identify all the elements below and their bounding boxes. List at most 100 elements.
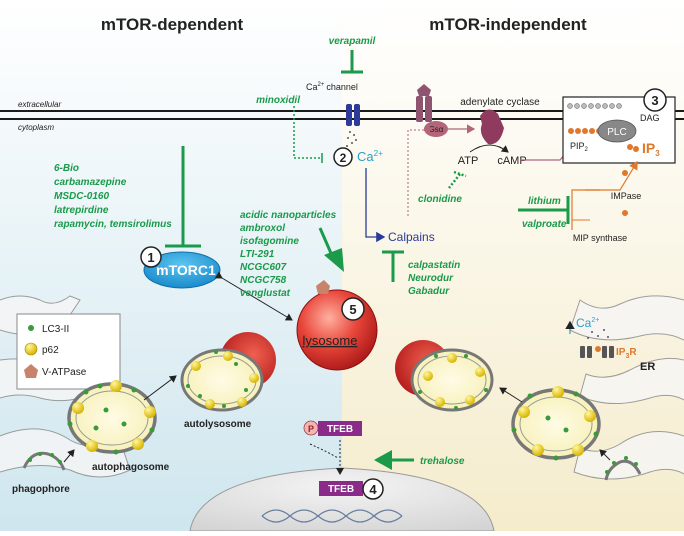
svg-text:2: 2 xyxy=(340,151,347,165)
ip3r-label: IP3R xyxy=(616,347,637,360)
ip3-label: IP3 xyxy=(642,140,660,158)
minoxidil-label: minoxidil xyxy=(256,95,300,106)
tfeb-dephospho-line xyxy=(309,443,339,459)
svg-text:LTI-291: LTI-291 xyxy=(240,249,275,260)
inositol-to-pip-arrow xyxy=(585,160,638,191)
autolysosome-right xyxy=(395,340,494,412)
badge-4: 4 xyxy=(362,478,384,500)
verapamil-inhibition-bar xyxy=(341,50,363,74)
er-ca-label: Ca2+ xyxy=(576,316,599,330)
dna-helix xyxy=(261,509,403,523)
badge-3 xyxy=(643,88,667,112)
badge-2: 2 xyxy=(333,147,353,167)
dag-label: DAG xyxy=(640,113,660,123)
autophagosome-to-autolysosome-arrow xyxy=(143,375,177,401)
svg-text:NCGC607: NCGC607 xyxy=(240,262,287,273)
autophagosome-right xyxy=(511,386,601,461)
autophagosome-label: autophagosome xyxy=(92,462,170,473)
svg-text:venglustat: venglustat xyxy=(240,288,291,299)
phagophore-right xyxy=(604,456,642,481)
svg-text:carbamazepine: carbamazepine xyxy=(54,177,127,188)
adenylate-cyclase-label: adenylate cyclase xyxy=(460,97,540,108)
mtorc1-lysosome-link xyxy=(214,271,293,321)
legend-p62: p62 xyxy=(42,345,59,356)
autophagosome-left xyxy=(67,380,157,455)
clonidine-label: clonidine xyxy=(418,194,462,205)
legend-v-atpase: V-ATPase xyxy=(42,367,87,378)
svg-text:rapamycin, temsirolimus: rapamycin, temsirolimus xyxy=(54,219,172,230)
svg-text:Neurodur: Neurodur xyxy=(408,273,454,284)
trehalose-label: trehalose xyxy=(420,456,465,467)
right-phagophore-arrow xyxy=(599,449,611,461)
lysosome-label: lysosome xyxy=(303,333,358,348)
lithium-label: lithium xyxy=(528,196,561,207)
svg-text:acidic nanoparticles: acidic nanoparticles xyxy=(240,210,337,221)
mtorc1-label: mTORC1 xyxy=(156,262,216,278)
gs-alpha-label: Gsα xyxy=(429,125,444,134)
mtorc1 xyxy=(143,251,221,289)
svg-text:1: 1 xyxy=(147,250,154,265)
plc-label: PLC xyxy=(607,127,626,138)
gs-receptor xyxy=(416,84,432,122)
right-er-membrane-3 xyxy=(573,431,684,480)
adenylate-cyclase-shape xyxy=(480,109,504,145)
header-mtor-independent: mTOR-independent xyxy=(429,15,587,34)
svg-text:latrepirdine: latrepirdine xyxy=(54,205,109,216)
inositol-dot-2 xyxy=(622,210,628,216)
legend: LC3-II p62 V-ATPase xyxy=(16,313,121,390)
ip3-receptor xyxy=(580,346,614,358)
svg-text:5: 5 xyxy=(349,302,356,317)
badge-1: 1 xyxy=(140,246,162,268)
er-label: ER xyxy=(640,361,655,373)
plc-enzyme xyxy=(597,119,637,143)
svg-text:isofagomine: isofagomine xyxy=(240,236,299,247)
calpains-label: Calpains xyxy=(388,230,435,244)
phagophore-left xyxy=(22,451,66,471)
ip3-binding-dot xyxy=(595,346,601,352)
lysosome-v-atpase xyxy=(316,280,330,294)
gs-to-calpains-line xyxy=(407,126,430,218)
phagophore-to-autophagosome-arrow xyxy=(63,449,75,463)
atp-to-camp-arrow xyxy=(469,144,509,153)
svg-text:6-Bio: 6-Bio xyxy=(54,163,79,174)
svg-text:NCGC758: NCGC758 xyxy=(240,275,287,286)
lithium-valproate-bar xyxy=(518,196,570,224)
autolysosome-left xyxy=(180,332,276,412)
svg-text:Gabadur: Gabadur xyxy=(408,286,450,297)
svg-text:3: 3 xyxy=(651,93,658,108)
legend-lc3: LC3-II xyxy=(42,324,69,335)
svg-text:4: 4 xyxy=(369,482,377,497)
impase-label: IMPase xyxy=(611,191,642,201)
right-er-membrane xyxy=(569,295,684,341)
gs-alpha-subunit xyxy=(424,121,448,137)
verapamil-label: verapamil xyxy=(329,36,376,47)
ca-to-calpains-arrow xyxy=(365,168,386,243)
lysosome-activation-arrow xyxy=(318,227,344,272)
autolysosome-label: autolysosome xyxy=(184,419,252,430)
ip3-dots xyxy=(627,144,639,152)
svg-text:P: P xyxy=(308,424,314,434)
calpain-inhibition-bar xyxy=(382,250,404,282)
valproate-label: valproate xyxy=(522,219,567,230)
right-autophagosome-to-autolysosome-arrow xyxy=(499,387,523,403)
pip2-label: PIP2 xyxy=(570,141,589,153)
tfeb-label: TFEB xyxy=(327,424,353,435)
camp-label: cAMP xyxy=(497,155,526,167)
left-er-membrane-3 xyxy=(0,428,131,478)
svg-text:ambroxol: ambroxol xyxy=(240,223,285,234)
mtor-drugs: 6-Bio carbamazepine MSDC-0160 latrepirdi… xyxy=(54,163,172,230)
er-ca-release-dots xyxy=(587,329,609,339)
pip2-heads xyxy=(568,128,602,134)
mtor-inhibition-bar xyxy=(165,146,201,248)
trehalose-arrow xyxy=(374,450,414,470)
lysosome xyxy=(296,289,378,371)
header-mtor-dependent: mTOR-dependent xyxy=(101,15,244,34)
tfeb-phospho: P xyxy=(303,420,319,436)
calpain-drugs: calpastatin Neurodur Gabadur xyxy=(408,260,460,297)
atp-label: ATP xyxy=(458,155,479,167)
inositol-dot-1 xyxy=(622,170,628,176)
svg-text:MSDC-0160: MSDC-0160 xyxy=(54,191,109,202)
svg-text:calpastatin: calpastatin xyxy=(408,260,460,271)
membrane-lipid-heads xyxy=(567,103,622,109)
